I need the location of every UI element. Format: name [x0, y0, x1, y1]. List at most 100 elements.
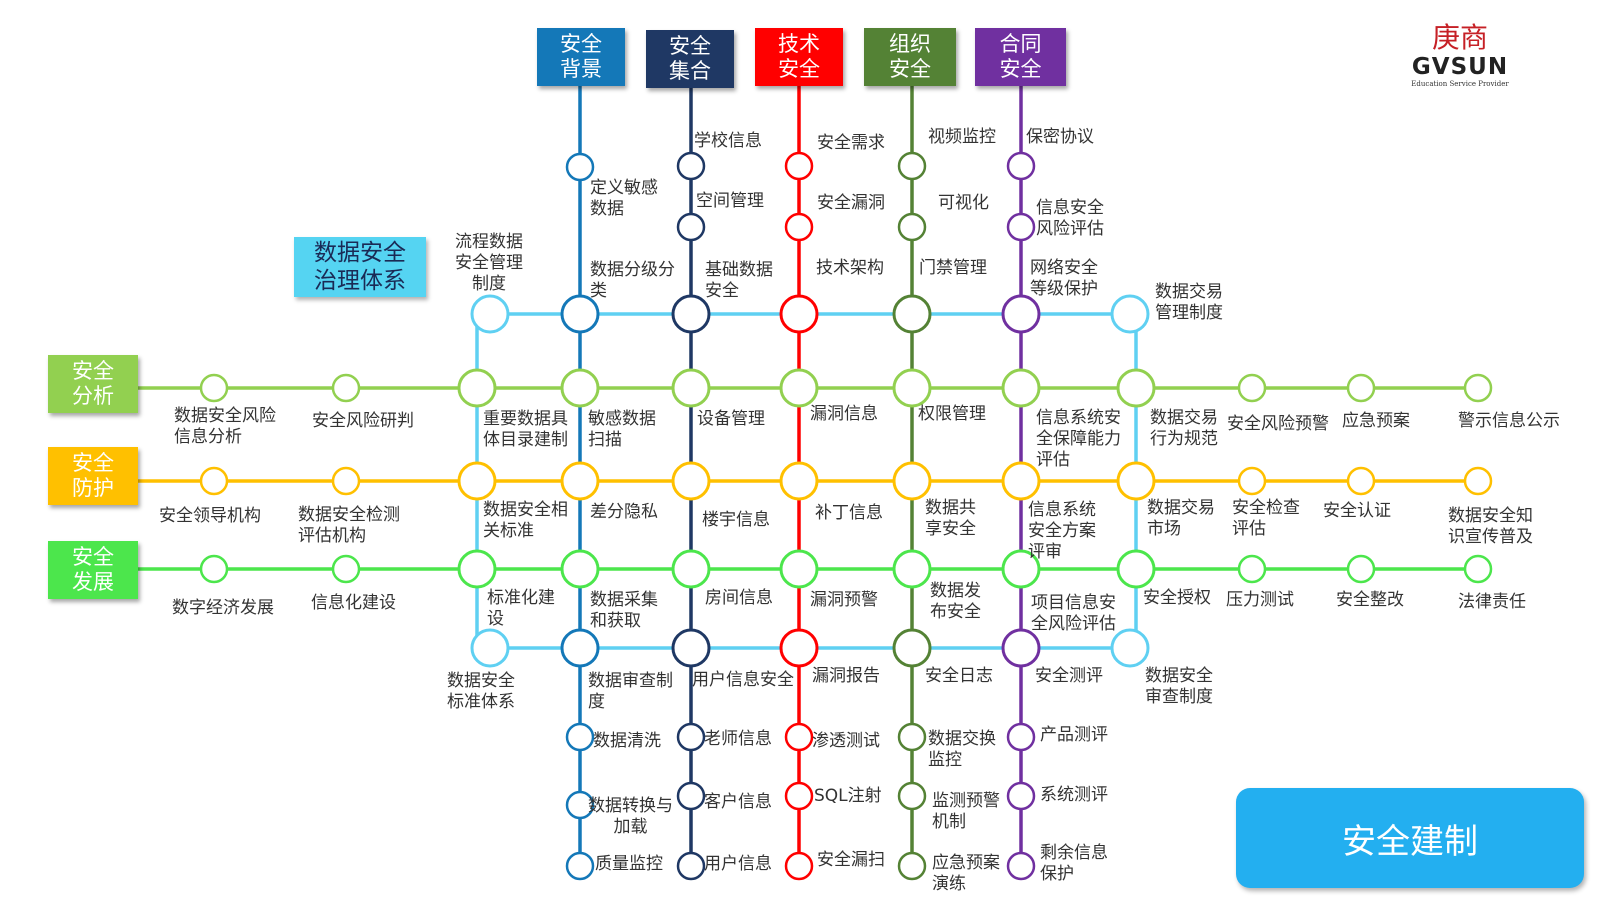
station-label: 数据安全 审查制度 [1145, 666, 1213, 707]
station-label: 安全漏扫 [817, 850, 885, 870]
station-label: 法律责任 [1458, 592, 1526, 612]
station-label: 楼宇信息 [702, 510, 770, 530]
row-header-security-protection: 安全 防护 [48, 447, 138, 505]
station-marker [897, 212, 927, 242]
station-marker [199, 554, 229, 584]
station-label: 产品测评 [1040, 725, 1108, 745]
station-marker [676, 781, 706, 811]
station-marker [1463, 466, 1493, 496]
station-marker [1006, 722, 1036, 752]
station-marker [1006, 781, 1036, 811]
interchange-marker [671, 294, 711, 334]
station-label: 补丁信息 [815, 503, 883, 523]
interchange-marker [1001, 461, 1041, 501]
interchange-marker [671, 549, 711, 589]
column-header-technical-security: 技术 安全 [755, 28, 843, 86]
station-marker [199, 466, 229, 496]
row-header-security-analysis: 安全 分析 [48, 355, 138, 413]
interchange-marker [1110, 294, 1150, 334]
interchange-marker [892, 549, 932, 589]
interchange-marker [892, 294, 932, 334]
security-build-button[interactable]: 安全建制 [1236, 788, 1584, 888]
station-label: 学校信息 [694, 131, 762, 151]
row-header-security-development: 安全 发展 [48, 541, 138, 599]
station-marker [1346, 554, 1376, 584]
station-marker [676, 212, 706, 242]
station-label: 安全日志 [925, 666, 993, 686]
gvsun-logo: 庚商 GVSUN Education Service Provider [1405, 22, 1515, 97]
station-label: 安全漏洞 [817, 193, 885, 213]
interchange-marker [671, 461, 711, 501]
station-label: 权限管理 [918, 404, 986, 424]
station-marker [1006, 151, 1036, 181]
station-label: 信息系统安 全保障能力 评估 [1036, 408, 1121, 470]
logo-english: GVSUN [1411, 54, 1509, 80]
station-marker [1463, 373, 1493, 403]
station-marker [1237, 373, 1267, 403]
station-label: 设备管理 [697, 409, 765, 429]
interchange-marker [779, 549, 819, 589]
interchange-marker [457, 461, 497, 501]
station-marker [565, 722, 595, 752]
station-label: 压力测试 [1226, 590, 1294, 610]
station-label: 安全检查 评估 [1232, 498, 1300, 539]
station-marker [897, 851, 927, 881]
station-marker [784, 781, 814, 811]
station-label: 应急预案 [1342, 411, 1410, 431]
station-label: 安全风险预警 [1227, 414, 1329, 434]
station-label: 漏洞信息 [810, 404, 878, 424]
station-label: 漏洞报告 [812, 666, 880, 686]
interchange-marker [560, 549, 600, 589]
station-label: 数据共 享安全 [925, 498, 976, 539]
station-label: 技术架构 [816, 258, 884, 278]
column-header-security-set: 安全 集合 [646, 30, 734, 88]
interchange-marker [470, 628, 510, 668]
station-marker [676, 151, 706, 181]
station-label: 重要数据具 体目录建制 [483, 409, 568, 450]
station-label: 数据安全风险 信息分析 [174, 406, 276, 447]
station-marker [1237, 554, 1267, 584]
station-marker [1237, 466, 1267, 496]
station-label: 剩余信息 保护 [1040, 843, 1108, 884]
station-label: 安全认证 [1323, 501, 1391, 521]
station-label: 用户信息 [704, 854, 772, 874]
station-marker [784, 212, 814, 242]
station-marker [784, 151, 814, 181]
station-label: 质量监控 [595, 854, 663, 874]
station-marker [1463, 554, 1493, 584]
station-label: 信息化建设 [311, 593, 396, 613]
station-marker [1006, 851, 1036, 881]
station-label: 应急预案 演练 [932, 853, 1000, 894]
station-label: 差分隐私 [590, 502, 658, 522]
interchange-marker [779, 628, 819, 668]
station-label: 数据安全 标准体系 [447, 671, 515, 712]
station-label: 数据安全知 识宣传普及 [1448, 506, 1533, 547]
station-label: 老师信息 [704, 729, 772, 749]
logo-chinese: 庚商 [1431, 21, 1488, 54]
station-label: 数据交换 监控 [928, 729, 996, 770]
station-marker [331, 373, 361, 403]
station-marker [676, 851, 706, 881]
interchange-marker [560, 294, 600, 334]
station-label: 流程数据 安全管理 制度 [455, 232, 523, 294]
station-label: 视频监控 [928, 127, 996, 147]
interchange-marker [779, 294, 819, 334]
station-label: 安全领导机构 [159, 506, 261, 526]
interchange-marker [1001, 368, 1041, 408]
station-label: 信息安全 风险评估 [1036, 198, 1104, 239]
column-header-contract-security: 合同 安全 [975, 28, 1066, 86]
interchange-marker [560, 628, 600, 668]
interchange-marker [779, 461, 819, 501]
station-label: 数据交易 市场 [1147, 498, 1215, 539]
station-marker [676, 722, 706, 752]
station-label: 数据安全检测 评估机构 [298, 505, 400, 546]
interchange-marker [1116, 461, 1156, 501]
interchange-marker [1116, 368, 1156, 408]
interchange-marker [560, 368, 600, 408]
station-marker [1346, 373, 1376, 403]
station-marker [331, 554, 361, 584]
station-label: 安全需求 [817, 133, 885, 153]
station-label: 漏洞预警 [810, 590, 878, 610]
interchange-marker [1001, 549, 1041, 589]
station-marker [897, 781, 927, 811]
